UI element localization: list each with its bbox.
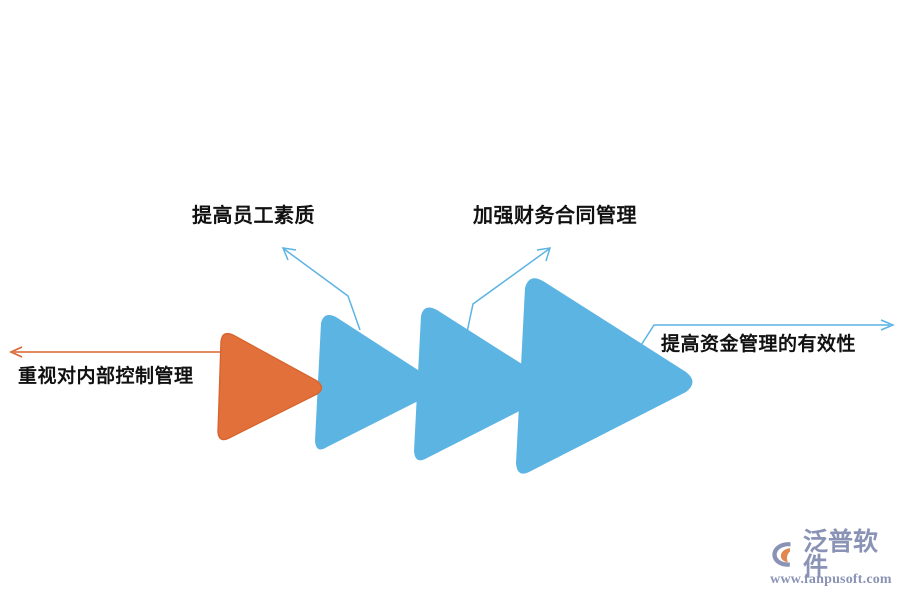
step-3-chevron-shape[interactable]: [414, 307, 553, 461]
label-internal-control: 重视对内部控制管理: [18, 366, 194, 387]
label-fund-efficiency: 提高资金管理的有效性: [661, 334, 857, 355]
step-4-chevron-shape[interactable]: [516, 278, 693, 474]
arrowhead-left-icon: [9, 346, 23, 358]
step-2-chevron-shape[interactable]: [315, 315, 437, 450]
arrowhead-right-icon: [880, 319, 895, 331]
connector-improve-staff: [281, 247, 361, 331]
label-finance-contract: 加强财务合同管理: [473, 205, 637, 227]
connector-finance-contract: [465, 247, 552, 338]
watermark-brand-row: 泛普软件: [770, 529, 892, 579]
connector-line-fund-efficiency: [637, 324, 890, 351]
step-1-triangle-shape[interactable]: [217, 332, 323, 441]
watermark-url-text: www.fanpusoft.com: [770, 572, 892, 587]
fanpu-logo-icon: [772, 542, 791, 567]
connector-fund-efficiency: [637, 319, 895, 351]
arrowhead-up-right-icon: [536, 247, 552, 262]
connector-line-finance-contract: [465, 248, 550, 338]
arrowhead-up-left-icon: [281, 247, 297, 261]
watermark-logo: 泛普软件 www.fanpusoft.com: [770, 529, 892, 591]
connector-line-improve-staff: [283, 248, 361, 331]
label-improve-staff: 提高员工素质: [192, 205, 315, 227]
watermark-brand-text: 泛普软件: [803, 527, 879, 581]
